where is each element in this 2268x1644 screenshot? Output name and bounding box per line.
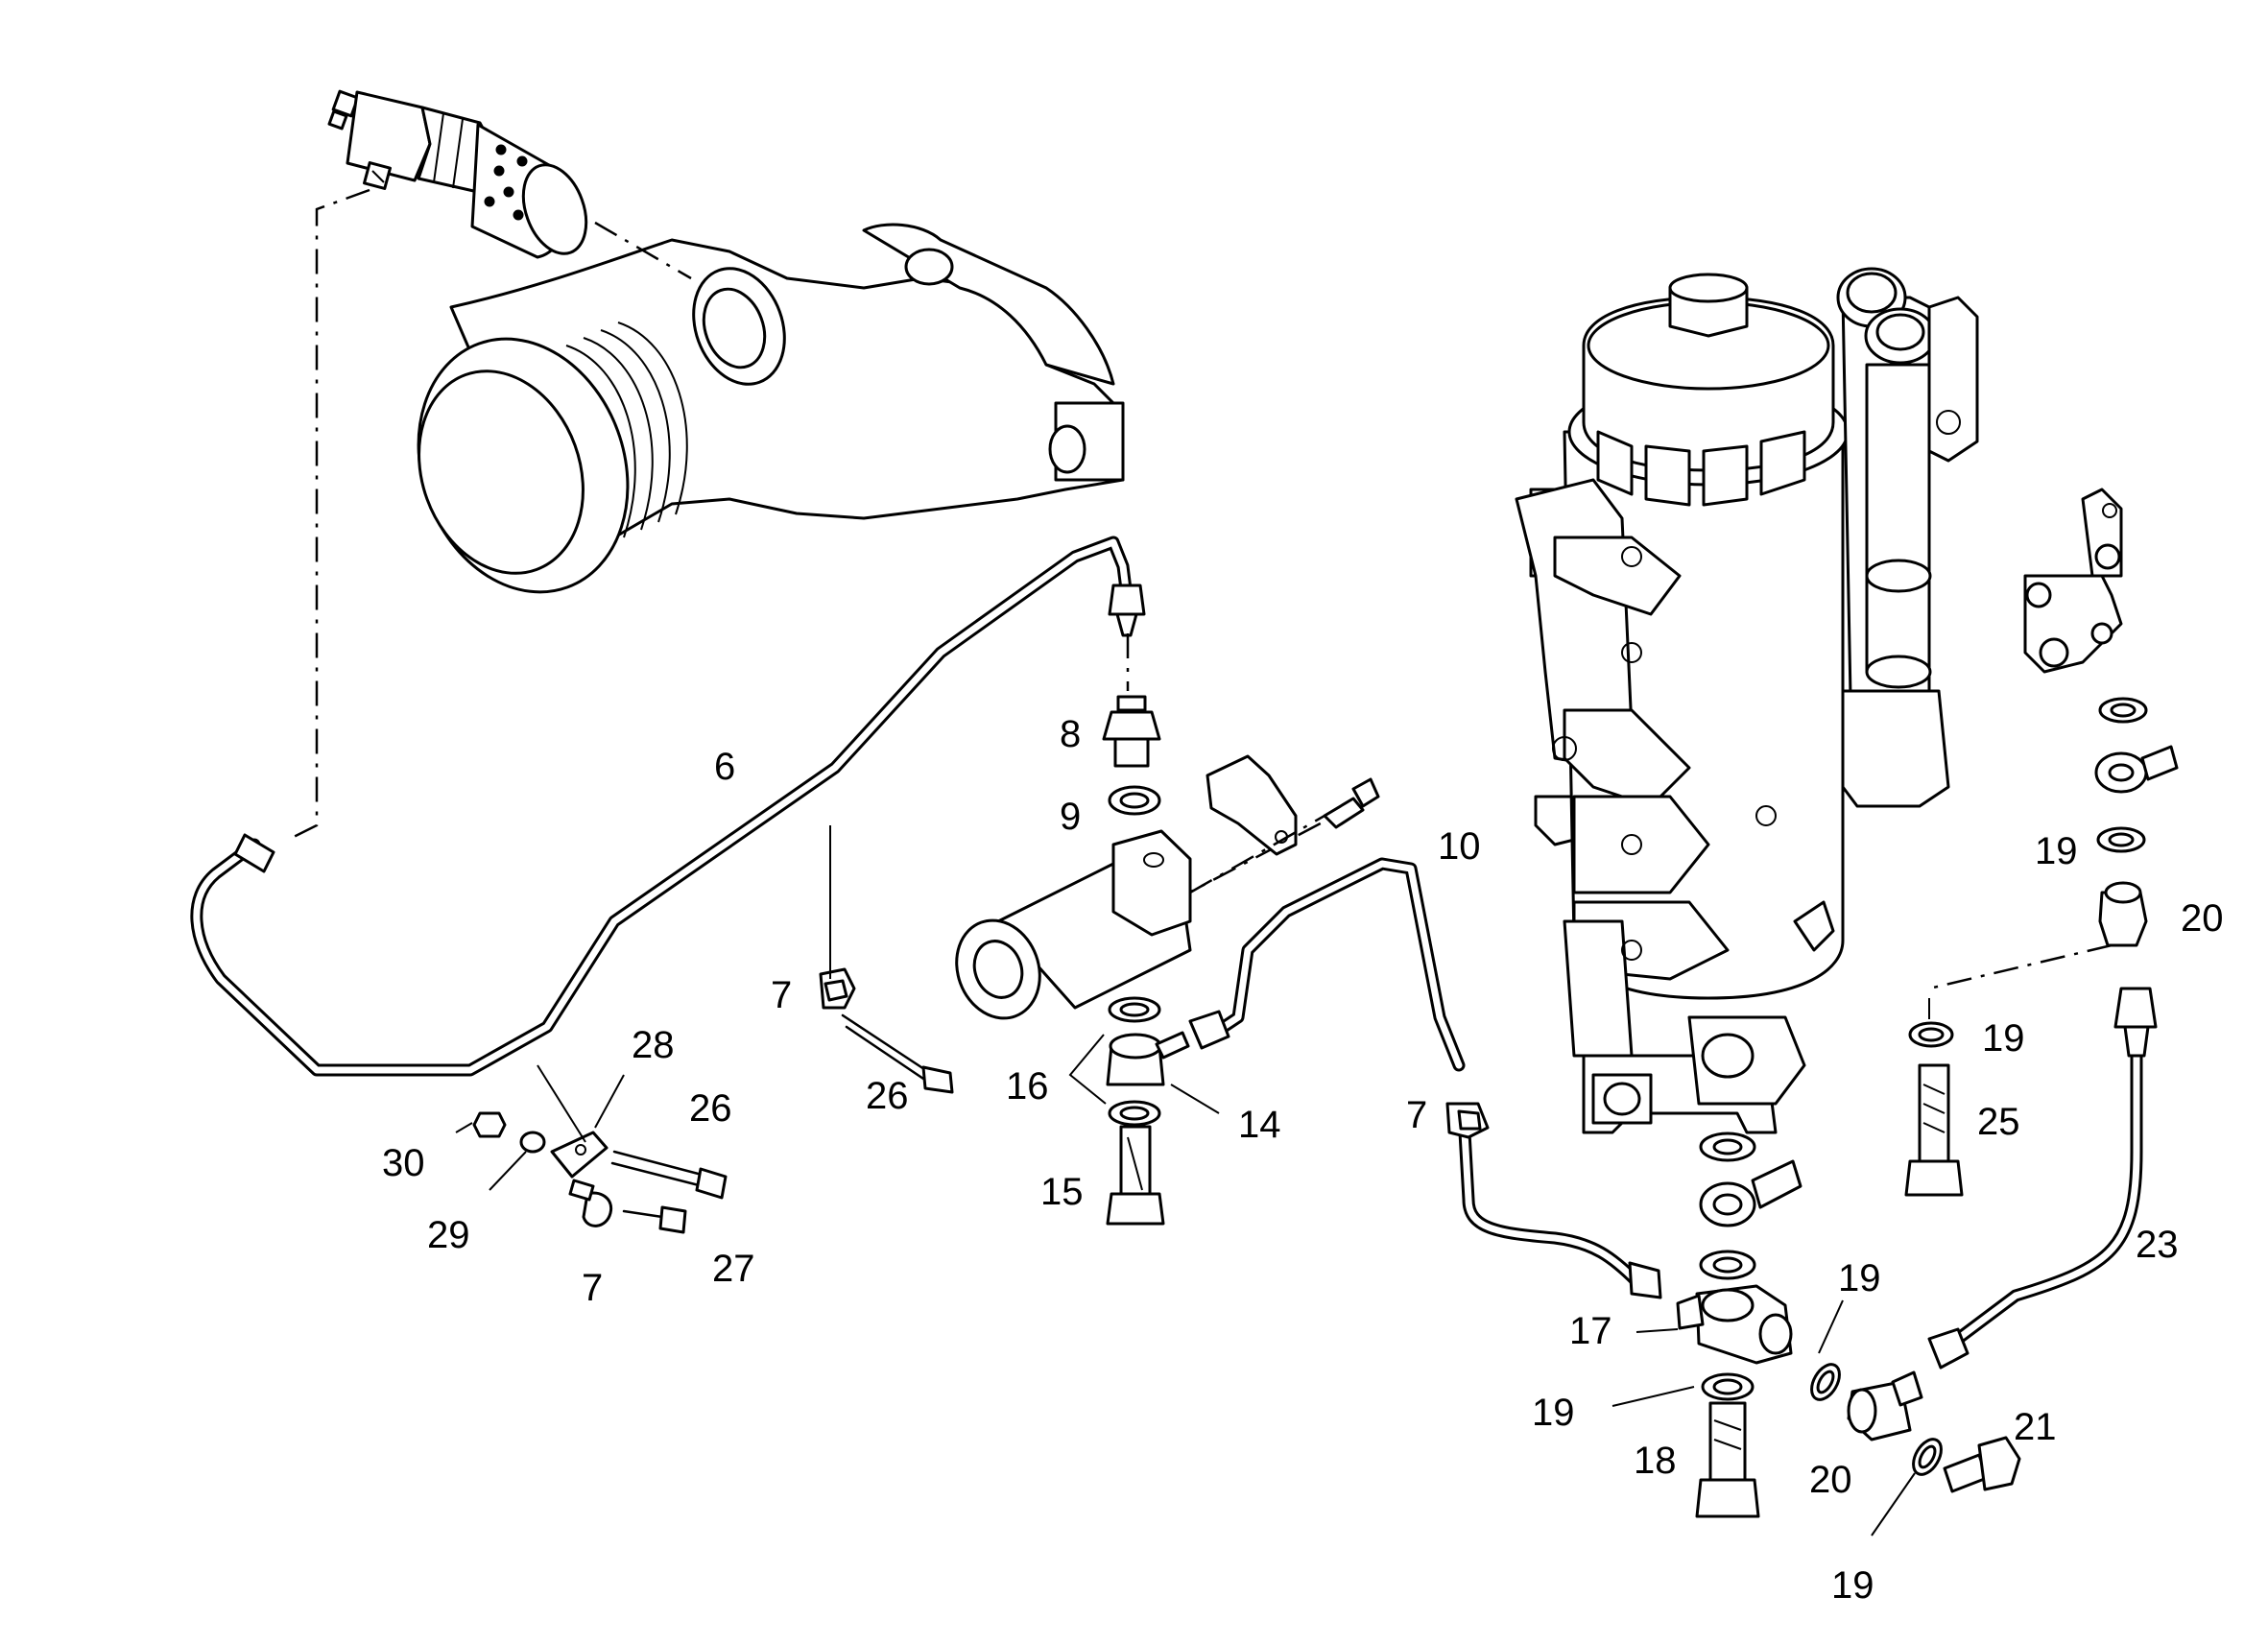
callout-7: 7 bbox=[582, 1267, 603, 1309]
clamp-7-left bbox=[568, 1179, 613, 1227]
callout-10: 10 bbox=[1438, 825, 1481, 868]
bracket bbox=[1206, 754, 1380, 856]
right-washers bbox=[1908, 697, 2148, 1048]
callout-14: 14 bbox=[1238, 1104, 1281, 1146]
part-20-right-union bbox=[2098, 881, 2148, 947]
pressure-sensor bbox=[327, 89, 588, 259]
callout-30: 30 bbox=[382, 1142, 425, 1184]
clamp-7-right bbox=[1445, 1102, 1490, 1139]
part-14-banjo bbox=[1106, 1031, 1190, 1086]
callout-20: 20 bbox=[2181, 897, 2224, 940]
callout-16: 16 bbox=[1006, 1065, 1049, 1108]
callout-19: 19 bbox=[2035, 830, 2078, 872]
callout-19: 19 bbox=[1532, 1392, 1575, 1434]
callout-25: 25 bbox=[1977, 1101, 2020, 1143]
pipe-23 bbox=[1927, 987, 2158, 1370]
centerlines bbox=[287, 188, 2142, 1210]
callout-15: 15 bbox=[1040, 1171, 1084, 1213]
lower-banjo-top bbox=[1699, 1132, 1802, 1280]
callout-6: 6 bbox=[714, 746, 735, 788]
leader-lines bbox=[455, 825, 1930, 1537]
part-19-lower-washer bbox=[1701, 1372, 1755, 1401]
part-20-lower-union bbox=[1847, 1370, 1923, 1441]
callout-26: 26 bbox=[689, 1087, 732, 1130]
callout-29: 29 bbox=[427, 1214, 470, 1256]
callout-7: 7 bbox=[771, 974, 792, 1016]
part-29-washer bbox=[519, 1131, 546, 1154]
intake-pipe bbox=[417, 221, 1125, 594]
pipe-10 bbox=[1188, 857, 1466, 1072]
callout-19: 19 bbox=[1982, 1017, 2025, 1060]
callout-28: 28 bbox=[632, 1024, 675, 1066]
callout-19: 19 bbox=[1831, 1564, 1874, 1607]
part-30-nut bbox=[472, 1111, 507, 1138]
part-15-banjo-bolt bbox=[1106, 1125, 1165, 1226]
pipe-6 bbox=[190, 536, 1146, 1077]
bolt-27 bbox=[622, 1205, 687, 1234]
callout-26: 26 bbox=[866, 1075, 909, 1117]
callout-17: 17 bbox=[1569, 1310, 1612, 1352]
part-21-plug bbox=[1943, 1436, 2021, 1493]
part-16-valve bbox=[955, 814, 1325, 1020]
part-18-banjo-bolt bbox=[1695, 1401, 1760, 1518]
callout-20: 20 bbox=[1809, 1459, 1852, 1501]
callout-7: 7 bbox=[1406, 1094, 1427, 1136]
part-17-union bbox=[1676, 1284, 1793, 1365]
part-19-small-ring bbox=[1810, 1363, 1943, 1476]
part-9-washer bbox=[1108, 785, 1161, 816]
pipe-to-17 bbox=[1458, 1126, 1662, 1299]
part-16-washers bbox=[1108, 996, 1161, 1127]
callout-19: 19 bbox=[1838, 1257, 1881, 1299]
callout-27: 27 bbox=[712, 1248, 755, 1290]
right-banjo bbox=[2094, 745, 2179, 794]
clamp-7-center bbox=[819, 967, 856, 1010]
bolt-26-left bbox=[610, 1150, 728, 1200]
callout-labels: 6 7 7 7 8 9 10 14 15 16 17 18 19 19 19 1… bbox=[382, 713, 2224, 1607]
callout-23: 23 bbox=[2136, 1224, 2179, 1266]
part-28-plate bbox=[550, 1131, 609, 1179]
secondary-cartridge bbox=[1836, 267, 1979, 808]
bolt-26-center bbox=[841, 1013, 954, 1094]
callout-8: 8 bbox=[1060, 713, 1081, 755]
callout-18: 18 bbox=[1634, 1440, 1677, 1482]
part-8-adapter bbox=[1102, 695, 1161, 768]
filter-housing bbox=[1515, 273, 1850, 1134]
part-25-bolt bbox=[1904, 1063, 1964, 1197]
callout-9: 9 bbox=[1060, 796, 1081, 838]
distribution-block bbox=[2023, 488, 2123, 674]
callout-21: 21 bbox=[2014, 1406, 2057, 1448]
